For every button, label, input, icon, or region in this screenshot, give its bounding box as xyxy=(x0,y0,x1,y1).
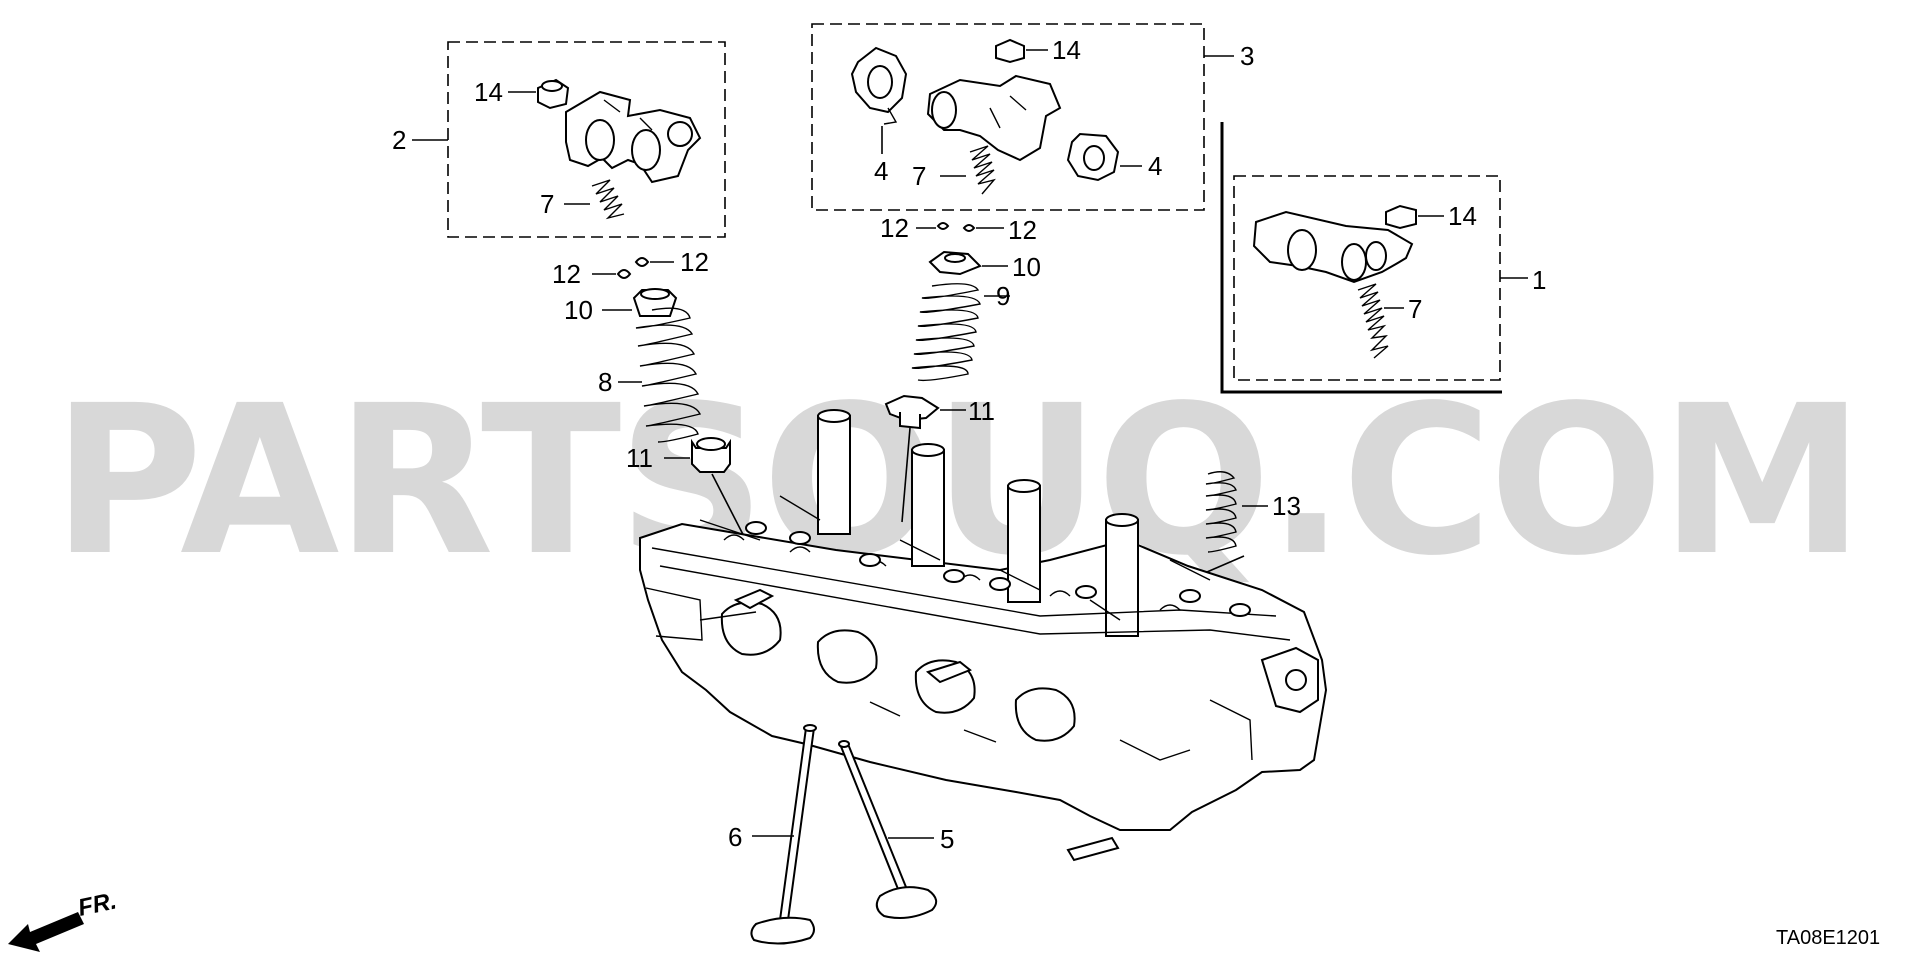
callout-12-c: 12 xyxy=(880,213,909,243)
callout-10-a: 10 xyxy=(564,295,593,325)
callout-7-a: 7 xyxy=(540,189,554,219)
diagram-code: TA08E1201 xyxy=(1776,927,1880,949)
callout-13: 13 xyxy=(1272,491,1301,521)
spark-plug-tubes xyxy=(817,409,1139,637)
callout-12-a: 12 xyxy=(552,259,581,289)
callout-4-a: 4 xyxy=(874,156,888,186)
nut-14-left xyxy=(537,78,570,110)
front-direction-marker: FR. xyxy=(8,887,119,952)
callout-1: 1 xyxy=(1532,265,1546,295)
callout-5: 5 xyxy=(940,824,954,854)
callout-3: 3 xyxy=(1240,41,1254,71)
callout-4-b: 4 xyxy=(1148,151,1162,181)
nut-14-right: 14 xyxy=(1385,201,1477,231)
callout-10-b: 10 xyxy=(1012,252,1041,282)
valve-cotters-left: 12 12 xyxy=(552,247,709,289)
spring-retainer-10-center: 10 xyxy=(928,250,1041,282)
callout-12-b: 12 xyxy=(680,247,709,277)
callout-14-c: 14 xyxy=(1448,201,1477,231)
arrow-down-left-icon xyxy=(8,912,84,952)
callout-11-b: 11 xyxy=(968,396,995,426)
collar-4-left: 4 xyxy=(850,46,908,186)
valve-spring-8: 8 xyxy=(598,307,702,443)
callout-6: 6 xyxy=(728,822,742,852)
spring-retainer-10-left: 10 xyxy=(564,288,678,325)
rocker-arm-assembly-3-group: 3 14 4 7 xyxy=(811,23,1254,211)
spring-7-right: 7 xyxy=(1357,283,1422,359)
callout-2: 2 xyxy=(392,125,406,155)
rocker-arm-3 xyxy=(926,74,1062,162)
callout-7-b: 7 xyxy=(912,161,926,191)
spring-7-left xyxy=(591,179,625,220)
front-label: FR. xyxy=(76,887,119,921)
watermark: PARTSOUQ.COM xyxy=(52,361,1861,601)
exhaust-valve-5: 5 xyxy=(838,740,954,919)
collar-4-right: 4 xyxy=(1066,132,1162,182)
intake-valve-6: 6 xyxy=(728,724,817,945)
callout-14-b: 14 xyxy=(1052,35,1081,65)
stem-seal-11-center: 11 xyxy=(884,394,995,523)
spring-7-center: 7 xyxy=(912,145,996,195)
head-studs xyxy=(745,521,1251,617)
callout-14-a: 14 xyxy=(474,77,503,107)
valve-cotters-center: 12 12 xyxy=(880,213,1037,245)
rocker-arm-assembly-2-group: 2 14 7 xyxy=(392,41,726,238)
rocker-arm-2 xyxy=(565,90,702,184)
cylinder-head xyxy=(639,409,1328,862)
callout-7-c: 7 xyxy=(1408,294,1422,324)
callout-8: 8 xyxy=(598,367,612,397)
rocker-arm-assembly-1-group: 1 14 7 xyxy=(1220,122,1546,394)
rocker-arm-1 xyxy=(1252,210,1414,284)
nut-14-center: 14 xyxy=(995,35,1081,65)
valve-spring-9: 9 xyxy=(911,281,1010,382)
stem-seal-11-left: 11 xyxy=(626,437,753,553)
callout-9: 9 xyxy=(996,281,1010,311)
callout-11-a: 11 xyxy=(626,443,653,473)
callout-12-d: 12 xyxy=(1008,215,1037,245)
